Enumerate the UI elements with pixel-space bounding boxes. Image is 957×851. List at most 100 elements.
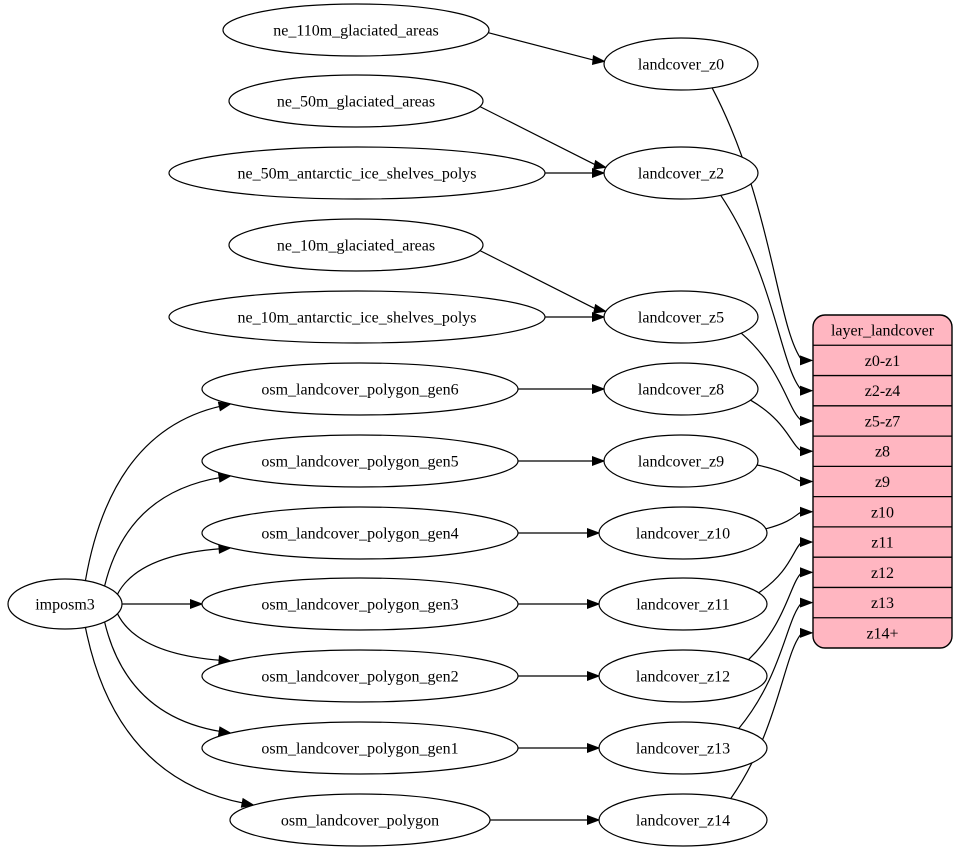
- node-osm_landcover_polygon_gen4-shape: [201, 506, 519, 560]
- edge-ne_10m_glaciated_areas-to-landcover_z5-arrowhead: [593, 303, 608, 314]
- node-osm_landcover_polygon_gen2-shape: [201, 649, 519, 703]
- node-landcover_z8-shape: [603, 362, 759, 416]
- table-row-z13-label: z13: [871, 595, 894, 612]
- node-osm_landcover_polygon_gen6-shape: [201, 362, 519, 416]
- table-row-z11-label: z11: [871, 535, 894, 552]
- edge-ne_110m_glaciated_areas-to-landcover_z0: [488, 32, 595, 61]
- edge-landcover_z2-to-row-z2-z4-arrowhead: [800, 385, 814, 396]
- node-imposm3: imposm3: [7, 578, 123, 630]
- edge-osm_landcover_polygon_gen1-to-landcover_z13-arrowhead: [587, 742, 601, 754]
- node-osm_landcover_polygon_gen3-label: osm_landcover_polygon_gen3: [261, 597, 458, 614]
- node-osm_landcover_polygon_gen3-shape: [201, 577, 519, 631]
- table-layer-landcover: layer_landcoverz0-z1z2-z4z5-z7z8z9z10z11…: [812, 314, 953, 649]
- edge-osm_landcover_polygon-to-landcover_z14-arrowhead: [587, 814, 601, 826]
- edge-imposm3-to-osm_landcover_polygon_gen5: [104, 476, 222, 587]
- node-osm_landcover_polygon_gen5-shape: [201, 434, 519, 488]
- edge-ne_50m_glaciated_areas-to-landcover_z2-arrowhead: [593, 159, 608, 170]
- node-landcover_z13-shape: [598, 721, 768, 775]
- edge-imposm3-to-osm_landcover_polygon_gen2: [116, 613, 222, 661]
- edge-landcover_z12-to-row-z12-arrowhead: [800, 567, 814, 578]
- node-ne_110m_glaciated_areas-shape: [222, 3, 490, 57]
- node-landcover_z0: landcover_z0: [603, 37, 759, 91]
- node-ne_10m_glaciated_areas-label: ne_10m_glaciated_areas: [277, 238, 435, 255]
- node-landcover_z14-label: landcover_z14: [636, 813, 730, 830]
- node-landcover_z8: landcover_z8: [603, 362, 759, 416]
- node-landcover_z5: landcover_z5: [603, 290, 759, 344]
- node-landcover_z8-label: landcover_z8: [638, 382, 724, 399]
- edge-landcover_z5-to-row-z5-z7: [740, 332, 803, 422]
- edge-landcover_z10-to-row-z10-arrowhead: [800, 506, 814, 517]
- edge-osm_landcover_polygon_gen6-to-landcover_z8-arrowhead: [592, 383, 606, 395]
- node-landcover_z13: landcover_z13: [598, 721, 768, 775]
- table-row-z10-label: z10: [871, 504, 894, 521]
- edge-landcover_z11-to-row-z11: [758, 541, 803, 594]
- node-ne_10m_antarctic_ice_shelves_polys-shape: [168, 290, 546, 344]
- node-landcover_z0-label: landcover_z0: [638, 57, 724, 74]
- node-ne_50m_antarctic_ice_shelves_polys-shape: [168, 146, 546, 200]
- node-landcover_z10-label: landcover_z10: [636, 526, 730, 543]
- node-landcover_z9: landcover_z9: [603, 434, 759, 488]
- node-landcover_z11-label: landcover_z11: [636, 597, 730, 614]
- table-row-z12-label: z12: [871, 565, 894, 582]
- edge-landcover_z14-to-row-z14+-arrowhead: [800, 627, 814, 638]
- node-ne_50m_glaciated_areas-shape: [228, 74, 484, 128]
- edge-osm_landcover_polygon_gen5-to-landcover_z9-arrowhead: [592, 455, 606, 467]
- node-landcover_z12-shape: [598, 649, 768, 703]
- edge-osm_landcover_polygon_gen4-to-landcover_z10-arrowhead: [587, 527, 601, 539]
- node-landcover_z12: landcover_z12: [598, 649, 768, 703]
- node-ne_10m_glaciated_areas-shape: [228, 218, 484, 272]
- edge-landcover_z9-to-row-z9-arrowhead: [800, 476, 814, 487]
- node-osm_landcover_polygon_gen3: osm_landcover_polygon_gen3: [201, 577, 519, 631]
- node-ne_10m_antarctic_ice_shelves_polys: ne_10m_antarctic_ice_shelves_polys: [168, 290, 546, 344]
- edge-landcover_z11-to-row-z11-arrowhead: [800, 537, 814, 548]
- edge-landcover_z5-to-row-z5-z7-arrowhead: [800, 415, 814, 426]
- node-landcover_z5-label: landcover_z5: [638, 310, 724, 327]
- node-ne_10m_antarctic_ice_shelves_polys-label: ne_10m_antarctic_ice_shelves_polys: [237, 310, 476, 327]
- node-osm_landcover_polygon_gen5-label: osm_landcover_polygon_gen5: [261, 454, 458, 471]
- node-landcover_z2-label: landcover_z2: [638, 166, 724, 183]
- node-landcover_z10-shape: [598, 506, 768, 560]
- node-osm_landcover_polygon_gen5: osm_landcover_polygon_gen5: [201, 434, 519, 488]
- edge-landcover_z0-to-row-z0-z1-arrowhead: [800, 355, 814, 366]
- node-landcover_z2-shape: [603, 146, 759, 200]
- node-osm_landcover_polygon_gen1: osm_landcover_polygon_gen1: [201, 721, 519, 775]
- edge-landcover_z8-to-row-z8: [750, 399, 803, 452]
- node-landcover_z13-label: landcover_z13: [636, 741, 730, 758]
- node-landcover_z0-shape: [603, 37, 759, 91]
- node-landcover_z9-shape: [603, 434, 759, 488]
- node-landcover_z14: landcover_z14: [598, 793, 768, 847]
- edge-imposm3-to-osm_landcover_polygon: [84, 627, 245, 804]
- node-landcover_z11-shape: [598, 577, 768, 631]
- edge-landcover_z14-to-row-z14+: [730, 632, 803, 799]
- edges-layer: [84, 32, 814, 826]
- table-row-z2-z4-label: z2-z4: [865, 383, 901, 400]
- table-outline: [812, 314, 953, 649]
- node-landcover_z2: landcover_z2: [603, 146, 759, 200]
- node-osm_landcover_polygon_gen4-label: osm_landcover_polygon_gen4: [261, 526, 458, 543]
- node-ne_50m_antarctic_ice_shelves_polys-label: ne_50m_antarctic_ice_shelves_polys: [237, 166, 476, 183]
- edge-ne_50m_antarctic_ice_shelves_polys-to-landcover_z2-arrowhead: [592, 167, 606, 179]
- edge-imposm3-to-osm_landcover_polygon_gen6: [84, 405, 222, 581]
- edge-imposm3-to-osm_landcover_polygon_gen1: [104, 621, 222, 733]
- edge-ne_10m_glaciated_areas-to-landcover_z5: [479, 250, 597, 310]
- edge-imposm3-to-osm_landcover_polygon-arrowhead: [240, 797, 255, 808]
- node-landcover_z10: landcover_z10: [598, 506, 768, 560]
- node-osm_landcover_polygon: osm_landcover_polygon: [229, 793, 491, 847]
- node-landcover_z12-label: landcover_z12: [636, 669, 730, 686]
- edge-osm_landcover_polygon_gen2-to-landcover_z12-arrowhead: [587, 670, 601, 682]
- nodes-layer: imposm3ne_110m_glaciated_areasne_50m_gla…: [7, 3, 953, 847]
- edge-ne_110m_glaciated_areas-to-landcover_z0-arrowhead: [591, 55, 606, 66]
- edge-ne_10m_antarctic_ice_shelves_polys-to-landcover_z5-arrowhead: [592, 311, 606, 323]
- node-ne_50m_glaciated_areas-label: ne_50m_glaciated_areas: [277, 94, 435, 111]
- node-landcover_z5-shape: [603, 290, 759, 344]
- node-osm_landcover_polygon_gen2: osm_landcover_polygon_gen2: [201, 649, 519, 703]
- edge-imposm3-to-osm_landcover_polygon_gen3-arrowhead: [190, 598, 204, 610]
- edge-ne_50m_glaciated_areas-to-landcover_z2: [479, 106, 597, 166]
- edge-landcover_z13-to-row-z13: [738, 602, 803, 729]
- node-osm_landcover_polygon_gen2-label: osm_landcover_polygon_gen2: [261, 669, 458, 686]
- node-osm_landcover_polygon_gen1-shape: [201, 721, 519, 775]
- table-row-z9-label: z9: [875, 474, 890, 491]
- node-osm_landcover_polygon_gen6-label: osm_landcover_polygon_gen6: [261, 382, 458, 399]
